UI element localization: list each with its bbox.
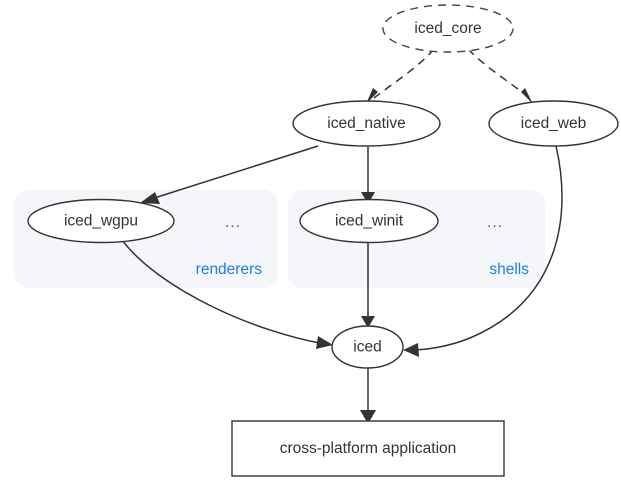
edge-iced-to-app: [360, 368, 376, 424]
node-cross-platform-application-label: cross-platform application: [280, 440, 457, 457]
node-iced-winit-label: iced_winit: [335, 213, 404, 230]
edge-iced-core-to-iced-native-line: [373, 48, 435, 99]
node-iced-shape[interactable]: [331, 325, 404, 369]
node-iced[interactable]: iced: [331, 325, 404, 369]
node-iced-winit-shape[interactable]: [299, 198, 439, 244]
node-iced-winit[interactable]: iced_winit: [299, 198, 439, 244]
node-iced-web-label: iced_web: [521, 115, 587, 132]
node-iced-web[interactable]: iced_web: [488, 100, 619, 147]
edge-iced-core-to-iced-web: [467, 48, 533, 104]
node-iced-native-shape[interactable]: [292, 100, 441, 147]
edge-iced-wgpu-to-iced-line: [121, 239, 326, 345]
edge-iced-native-to-iced-winit-arrow: [361, 192, 375, 204]
edge-iced-core-to-iced-web-arrow: [521, 88, 533, 104]
edge-iced-web-to-iced-arrow: [403, 343, 419, 357]
node-iced-core-shape[interactable]: [382, 4, 514, 53]
node-iced-wgpu[interactable]: iced_wgpu: [27, 198, 175, 244]
edge-iced-to-app-arrow: [360, 410, 376, 424]
edge-iced-web-to-iced: [403, 145, 563, 357]
edge-iced-core-to-iced-native-arrow: [366, 88, 378, 104]
edge-iced-wgpu-to-iced-arrow: [316, 336, 333, 349]
edge-iced-native-to-iced-wgpu-arrow: [140, 192, 160, 204]
cluster-shells-label: shells: [489, 261, 529, 278]
cluster-renderers-ellipsis: ...: [225, 214, 241, 231]
edge-iced-winit-to-iced-arrow: [361, 316, 375, 328]
edge-iced-wgpu-to-iced: [121, 239, 333, 349]
node-iced-wgpu-shape[interactable]: [27, 198, 175, 244]
edge-iced-web-to-iced-line: [409, 145, 563, 351]
edge-iced-core-to-iced-native: [366, 48, 435, 104]
node-cross-platform-application[interactable]: cross-platform application: [231, 420, 505, 477]
node-iced-label: iced: [353, 339, 381, 356]
edge-iced-native-to-iced-wgpu: [140, 145, 319, 204]
cluster-renderers-label: renderers: [196, 261, 263, 278]
node-iced-native[interactable]: iced_native: [292, 100, 441, 147]
edge-iced-winit-to-iced: [361, 241, 375, 328]
node-iced-web-shape[interactable]: [488, 100, 619, 147]
node-iced-wgpu-label: iced_wgpu: [64, 213, 138, 230]
node-iced-core[interactable]: iced_core: [382, 4, 514, 53]
edge-iced-native-to-iced-winit: [361, 147, 375, 204]
cluster-shells-ellipsis: ...: [487, 214, 503, 231]
edge-iced-core-to-iced-web-line: [467, 48, 531, 99]
node-iced-core-label: iced_core: [414, 20, 481, 37]
node-iced-native-label: iced_native: [327, 115, 405, 132]
edge-iced-native-to-iced-wgpu-line: [147, 145, 319, 201]
node-cross-platform-application-shape[interactable]: [231, 420, 505, 477]
